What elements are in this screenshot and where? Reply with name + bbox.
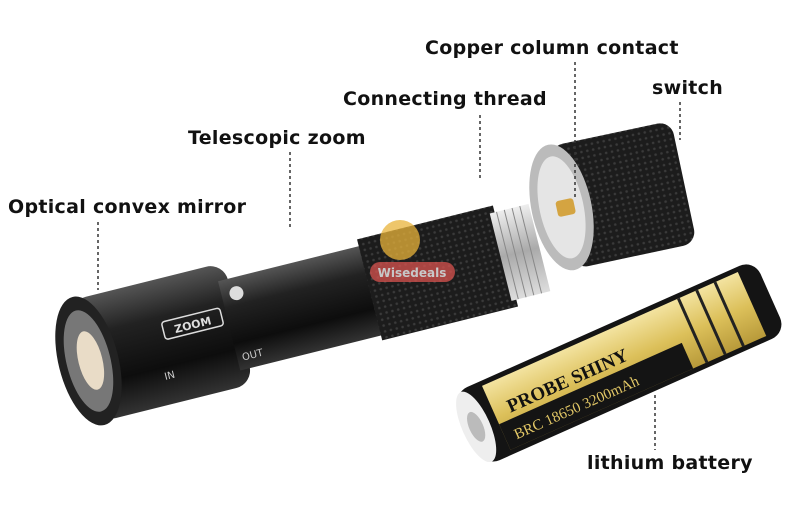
in-marking: IN — [163, 370, 176, 383]
label-connecting-thread: Connecting thread — [343, 88, 547, 110]
copper-contact — [555, 198, 576, 217]
connecting-thread — [489, 203, 551, 301]
label-optical-mirror: Optical convex mirror — [8, 196, 247, 218]
svg-text:Wisedeals: Wisedeals — [378, 266, 447, 280]
out-marking: OUT — [241, 347, 265, 363]
label-telescopic-zoom: Telescopic zoom — [188, 127, 366, 149]
label-copper-contact: Copper column contact — [425, 37, 679, 59]
watermark-logo: Wisedeals — [370, 220, 455, 282]
flashlight-body: ZOOM IN OUT — [55, 203, 551, 426]
leader-lines — [97, 62, 681, 450]
label-lithium-battery: lithium battery — [587, 452, 753, 474]
label-switch: switch — [652, 77, 724, 99]
switch-cap — [529, 123, 695, 271]
